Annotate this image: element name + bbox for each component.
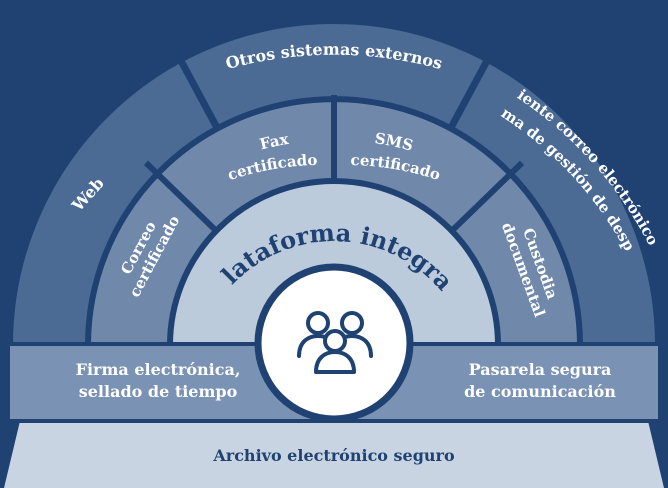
platform-area [166,178,502,348]
label-fax-line1: Fax [258,130,291,154]
label-firma-line1: Firma electrónica, [76,360,241,379]
users-group-icon [297,311,373,374]
archive-area [4,421,664,488]
label-archivo: Archivo electrónico seguro [212,446,455,465]
label-firma-line2: sellado de tiempo [79,382,238,401]
label-pasarela-line1: Pasarela segura [469,360,612,379]
label-pasarela-line2: de comunicación [464,382,616,401]
